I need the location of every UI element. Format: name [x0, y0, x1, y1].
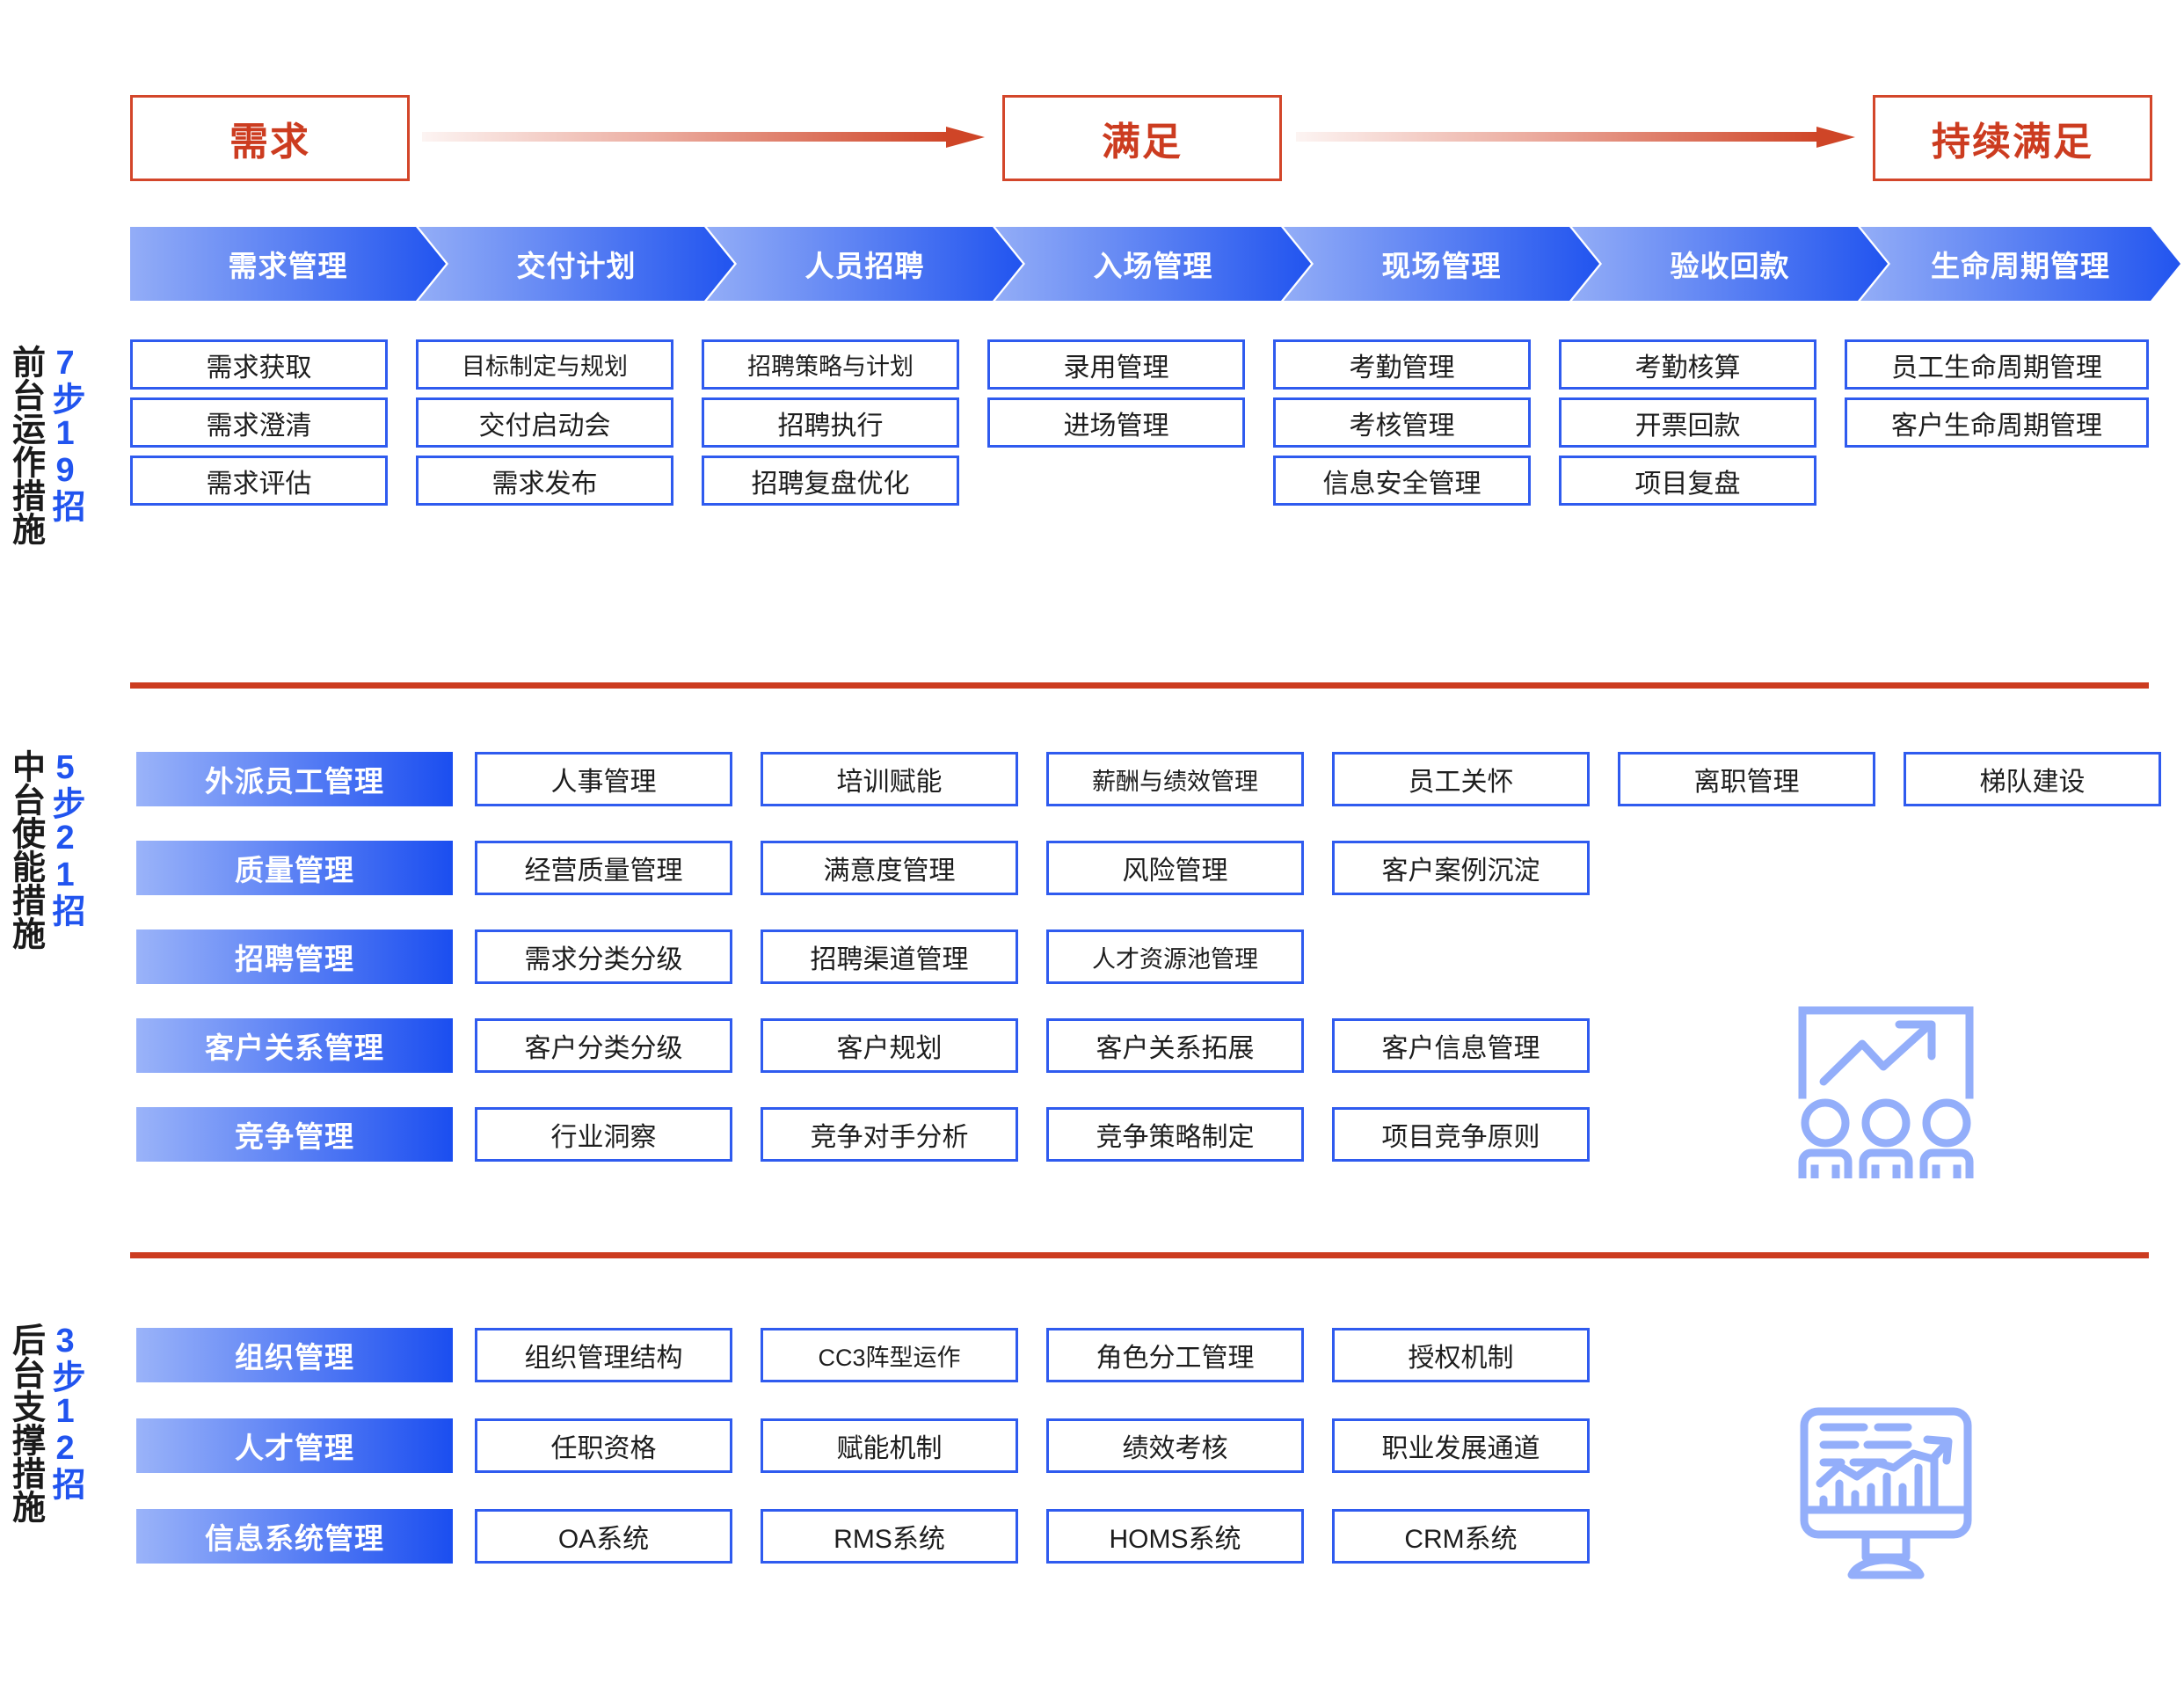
measure-box[interactable]: 招聘渠道管理	[761, 929, 1018, 984]
measure-box[interactable]: 客户案例沉淀	[1332, 841, 1590, 895]
category-pill[interactable]: 组织管理	[136, 1328, 453, 1382]
measure-box[interactable]: 需求澄清	[130, 397, 388, 448]
measure-box[interactable]: 客户规划	[761, 1018, 1018, 1073]
measure-box[interactable]: 需求获取	[130, 339, 388, 390]
process-step-5[interactable]: 现场管理	[1284, 227, 1599, 301]
process-step-2[interactable]: 交付计划	[419, 227, 734, 301]
measure-box[interactable]: 招聘执行	[702, 397, 959, 448]
measure-box[interactable]: 需求分类分级	[475, 929, 732, 984]
arrow-shaft	[1296, 132, 1818, 142]
measure-box[interactable]: 客户信息管理	[1332, 1018, 1590, 1073]
measure-box[interactable]: 招聘策略与计划	[702, 339, 959, 390]
measure-box[interactable]: 员工关怀	[1332, 752, 1590, 806]
measure-box[interactable]: 项目复盘	[1559, 456, 1816, 506]
category-pill[interactable]: 人才管理	[136, 1418, 453, 1473]
category-pill[interactable]: 客户关系管理	[136, 1018, 453, 1073]
measure-box[interactable]: 考勤管理	[1273, 339, 1531, 390]
measure-box[interactable]: 职业发展通道	[1332, 1418, 1590, 1473]
measure-box[interactable]: 考核管理	[1273, 397, 1531, 448]
arrow-shaft	[422, 132, 948, 142]
measure-box[interactable]: 客户关系拓展	[1046, 1018, 1304, 1073]
measure-box[interactable]: 行业洞察	[475, 1107, 732, 1162]
process-step-4[interactable]: 入场管理	[995, 227, 1311, 301]
section-label-front-office: 前台运作措施 7步19招	[6, 345, 84, 545]
measure-box[interactable]: 风险管理	[1046, 841, 1304, 895]
section-title: 后台支撑措施	[6, 1323, 44, 1523]
measure-box[interactable]: 需求评估	[130, 456, 388, 506]
phase-arrow-1	[422, 127, 985, 148]
arrow-head	[1816, 127, 1855, 148]
arrow-head	[946, 127, 985, 148]
measure-box[interactable]: HOMS系统	[1046, 1509, 1304, 1564]
process-step-3[interactable]: 人员招聘	[707, 227, 1023, 301]
measure-box[interactable]: 组织管理结构	[475, 1328, 732, 1382]
section-count: 5步21招	[47, 749, 84, 927]
section-count: 7步19招	[47, 345, 84, 522]
category-pill[interactable]: 外派员工管理	[136, 752, 453, 806]
measure-box[interactable]: 授权机制	[1332, 1328, 1590, 1382]
measure-box[interactable]: CC3阵型运作	[761, 1328, 1018, 1382]
phase-banner: 需求 满足 持续满足	[0, 95, 2184, 183]
section-label-middle-office: 中台使能措施 5步21招	[6, 749, 84, 950]
measure-box[interactable]: 信息安全管理	[1273, 456, 1531, 506]
measure-box[interactable]: 赋能机制	[761, 1418, 1018, 1473]
measure-box[interactable]: 交付启动会	[416, 397, 673, 448]
process-step-row: 需求管理交付计划人员招聘入场管理现场管理验收回款生命周期管理	[130, 227, 2149, 301]
measure-box[interactable]: 绩效考核	[1046, 1418, 1304, 1473]
section-divider-2	[130, 1252, 2149, 1258]
measure-box[interactable]: CRM系统	[1332, 1509, 1590, 1564]
phase-box-demand: 需求	[130, 95, 410, 181]
measure-box[interactable]: 考勤核算	[1559, 339, 1816, 390]
category-pill[interactable]: 质量管理	[136, 841, 453, 895]
category-pill[interactable]: 招聘管理	[136, 929, 453, 984]
section-count: 3步12招	[47, 1323, 84, 1500]
section-title: 前台运作措施	[6, 345, 44, 545]
measure-box[interactable]: 进场管理	[987, 397, 1245, 448]
section-title: 中台使能措施	[6, 749, 44, 950]
measure-box[interactable]: 项目竞争原则	[1332, 1107, 1590, 1162]
measure-box[interactable]: 培训赋能	[761, 752, 1018, 806]
phase-box-satisfy: 满足	[1002, 95, 1282, 181]
measure-box[interactable]: 客户分类分级	[475, 1018, 732, 1073]
section-label-back-office: 后台支撑措施 3步12招	[6, 1323, 84, 1523]
measure-box[interactable]: 竞争对手分析	[761, 1107, 1018, 1162]
process-step-1[interactable]: 需求管理	[130, 227, 446, 301]
measure-box[interactable]: 需求发布	[416, 456, 673, 506]
measure-box[interactable]: 客户生命周期管理	[1845, 397, 2149, 448]
measure-box[interactable]: OA系统	[475, 1509, 732, 1564]
measure-box[interactable]: 录用管理	[987, 339, 1245, 390]
phase-box-continuous-satisfy: 持续满足	[1873, 95, 2152, 181]
monitor-bar-chart-icon	[1785, 1403, 1987, 1592]
process-step-6[interactable]: 验收回款	[1572, 227, 1888, 301]
measure-box[interactable]: 角色分工管理	[1046, 1328, 1304, 1382]
measure-box[interactable]: 目标制定与规划	[416, 339, 673, 390]
phase-arrow-2	[1296, 127, 1855, 148]
measure-box[interactable]: 梯队建设	[1904, 752, 2161, 806]
process-step-7[interactable]: 生命周期管理	[1860, 227, 2180, 301]
measure-box[interactable]: 开票回款	[1559, 397, 1816, 448]
measure-box[interactable]: RMS系统	[761, 1509, 1018, 1564]
section-divider-1	[130, 682, 2149, 689]
measure-box[interactable]: 人事管理	[475, 752, 732, 806]
category-pill[interactable]: 竞争管理	[136, 1107, 453, 1162]
measure-box[interactable]: 竞争策略制定	[1046, 1107, 1304, 1162]
measure-box[interactable]: 人才资源池管理	[1046, 929, 1304, 984]
measure-box[interactable]: 任职资格	[475, 1418, 732, 1473]
measure-box[interactable]: 经营质量管理	[475, 841, 732, 895]
measure-box[interactable]: 员工生命周期管理	[1845, 339, 2149, 390]
measure-box[interactable]: 薪酬与绩效管理	[1046, 752, 1304, 806]
category-pill[interactable]: 信息系统管理	[136, 1509, 453, 1564]
measure-box[interactable]: 满意度管理	[761, 841, 1018, 895]
presentation-chart-people-icon	[1785, 989, 1987, 1182]
measure-box[interactable]: 离职管理	[1618, 752, 1875, 806]
measure-box[interactable]: 招聘复盘优化	[702, 456, 959, 506]
